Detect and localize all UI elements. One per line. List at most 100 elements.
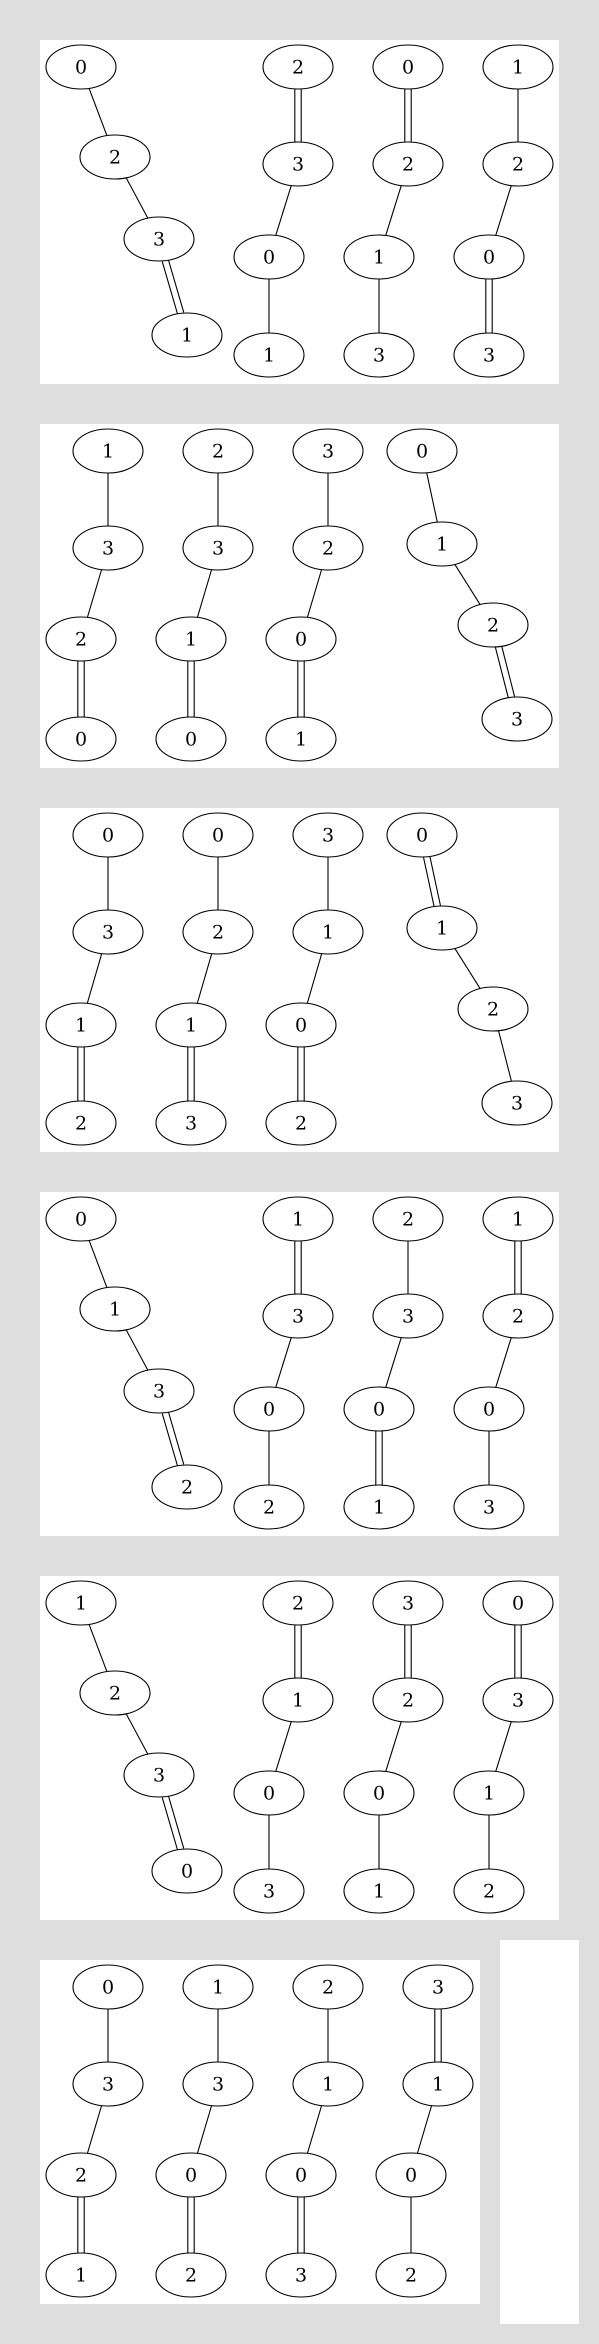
graph-node: 1 [79, 1286, 151, 1332]
node-label: 1 [512, 1209, 524, 1231]
node-ellipse [72, 1964, 144, 2010]
node-label: 0 [373, 1783, 385, 1805]
node-label: 2 [322, 1977, 334, 1999]
single-bond-edge [125, 177, 149, 219]
node-label: 3 [511, 709, 523, 731]
node-label: 1 [436, 534, 448, 556]
node-ellipse [343, 332, 415, 378]
graph-node: 2 [79, 1670, 151, 1716]
node-ellipse [45, 44, 117, 90]
single-bond-edge [88, 1624, 108, 1672]
graph-node: 0 [72, 812, 144, 858]
node-ellipse [372, 1293, 444, 1339]
node-label: 1 [212, 1977, 224, 1999]
node-label: 3 [322, 825, 334, 847]
node-label: 0 [263, 1399, 275, 1421]
node-ellipse [265, 2152, 337, 2198]
graph-node: 2 [292, 525, 364, 571]
node-ellipse [45, 1002, 117, 1048]
node-ellipse [482, 1196, 554, 1242]
node-ellipse [155, 1002, 227, 1048]
single-bond-edge [495, 185, 512, 236]
node-label: 1 [75, 2265, 87, 2287]
node-label: 2 [295, 1113, 307, 1135]
graph-node: 0 [155, 2152, 227, 2198]
node-label: 3 [373, 345, 385, 367]
graph-node: 2 [482, 141, 554, 187]
node-ellipse [262, 1677, 334, 1723]
single-bond-edge [86, 2105, 103, 2154]
node-ellipse [262, 1196, 334, 1242]
graph-node: 0 [265, 616, 337, 662]
node-ellipse [182, 525, 254, 571]
node-ellipse [457, 986, 529, 1032]
graph-node: 1 [182, 1964, 254, 2010]
node-ellipse [292, 2061, 364, 2107]
single-bond-edge [275, 1337, 292, 1388]
graph-node: 0 [375, 2152, 447, 2198]
node-label: 0 [295, 1015, 307, 1037]
node-label: 2 [512, 154, 524, 176]
graph-node: 2 [457, 602, 529, 648]
double-bond-edge [167, 1795, 185, 1849]
node-label: 2 [212, 441, 224, 463]
node-label: 2 [263, 1497, 275, 1519]
node-label: 0 [102, 1977, 114, 1999]
graph-node: 0 [343, 1770, 415, 1816]
graph-node: 3 [262, 141, 334, 187]
node-ellipse [343, 234, 415, 280]
node-ellipse [265, 1100, 337, 1146]
graph-node: 2 [79, 134, 151, 180]
single-bond-edge [275, 185, 292, 236]
node-ellipse [262, 141, 334, 187]
node-label: 2 [402, 154, 414, 176]
node-ellipse [265, 1002, 337, 1048]
node-ellipse [372, 1677, 444, 1723]
double-bond-edge [429, 856, 441, 906]
node-ellipse [233, 1770, 305, 1816]
node-label: 2 [292, 57, 304, 79]
graph-node: 3 [292, 812, 364, 858]
node-ellipse [292, 812, 364, 858]
graph-node: 0 [372, 44, 444, 90]
single-bond-edge [495, 1337, 512, 1388]
graph-node: 3 [233, 1868, 305, 1914]
node-label: 0 [402, 57, 414, 79]
graph-node: 1 [343, 1484, 415, 1530]
single-bond-edge [306, 2105, 323, 2154]
node-label: 3 [263, 1881, 275, 1903]
graph-node: 2 [292, 1964, 364, 2010]
panel-background [40, 808, 559, 1152]
node-label: 0 [75, 1209, 87, 1231]
graph-node: 2 [262, 44, 334, 90]
node-ellipse [123, 1752, 195, 1798]
node-ellipse [79, 1286, 151, 1332]
graph-node: 3 [72, 525, 144, 571]
node-label: 1 [436, 918, 448, 940]
node-ellipse [123, 1368, 195, 1414]
graph-node: 1 [402, 2061, 474, 2107]
node-label: 3 [295, 2265, 307, 2287]
single-bond-edge [454, 948, 481, 989]
graph-node: 3 [482, 1677, 554, 1723]
node-ellipse [155, 616, 227, 662]
graph-node: 1 [343, 234, 415, 280]
graph-node: 2 [372, 1677, 444, 1723]
node-ellipse [233, 1484, 305, 1530]
node-label: 2 [512, 1306, 524, 1328]
graph-node: 3 [123, 216, 195, 262]
single-bond-edge [125, 1329, 149, 1371]
graph-node: 3 [481, 1080, 553, 1126]
graph-node: 3 [402, 1964, 474, 2010]
node-label: 2 [402, 1209, 414, 1231]
single-bond-edge [125, 1713, 149, 1755]
